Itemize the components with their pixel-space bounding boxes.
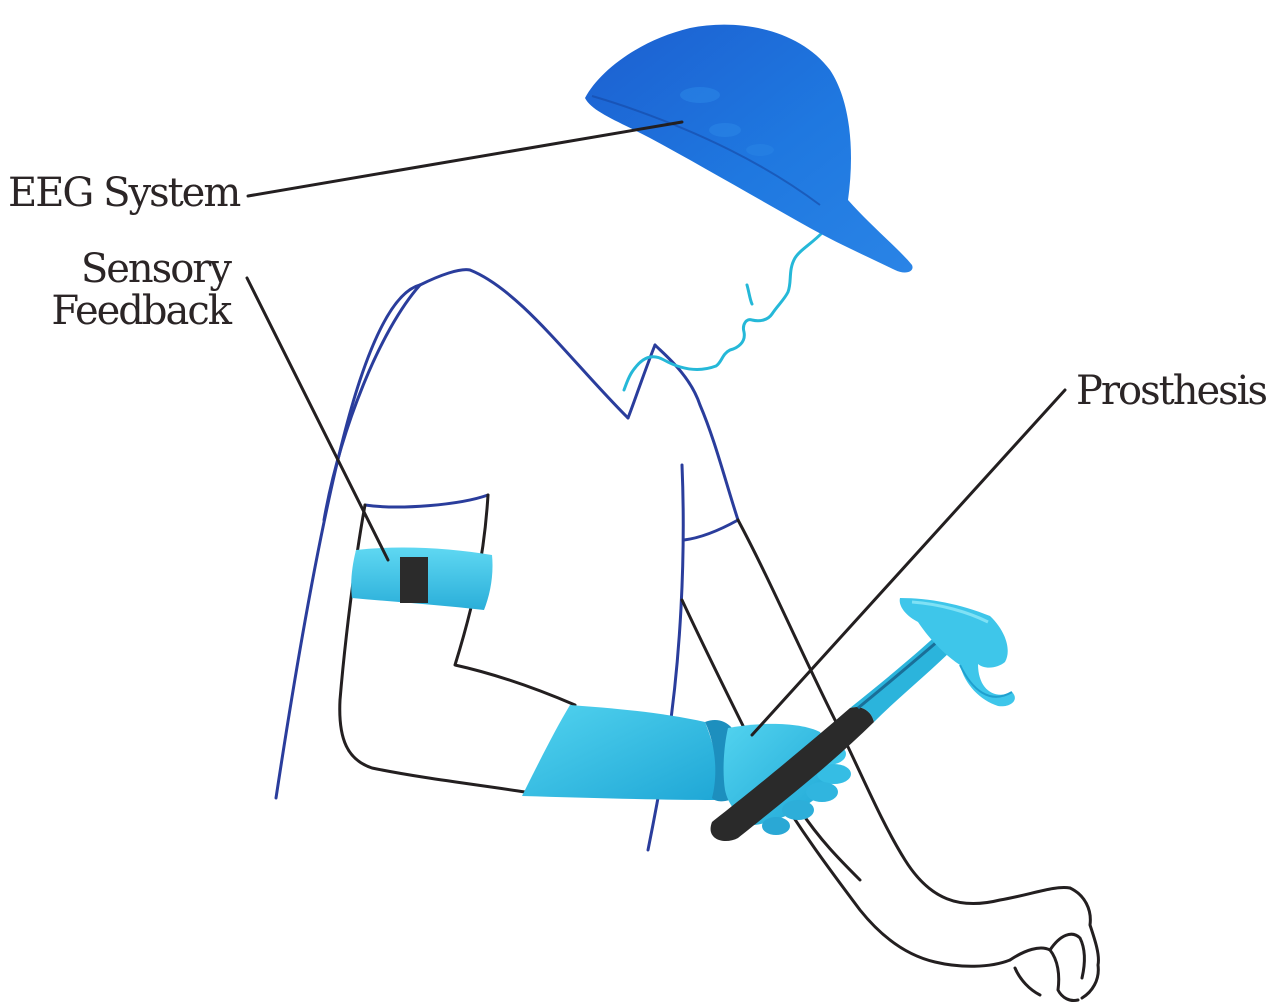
label-sensory-line2: Feedback <box>51 290 230 332</box>
label-eeg-system: EEG System <box>8 172 239 214</box>
hammer <box>711 598 1015 841</box>
label-prosthesis: Prosthesis <box>1076 370 1266 412</box>
sensory-armband <box>351 548 492 610</box>
eeg-cable <box>624 232 823 390</box>
label-sensory-feedback: Sensory Feedback <box>51 248 230 332</box>
label-sensory-line1: Sensory <box>51 248 230 290</box>
leader-line-eeg <box>248 122 682 196</box>
face-detail <box>747 285 752 304</box>
eeg-cap <box>585 25 913 273</box>
armband-sensor-module <box>400 557 428 603</box>
leader-line-sensory <box>247 278 388 560</box>
